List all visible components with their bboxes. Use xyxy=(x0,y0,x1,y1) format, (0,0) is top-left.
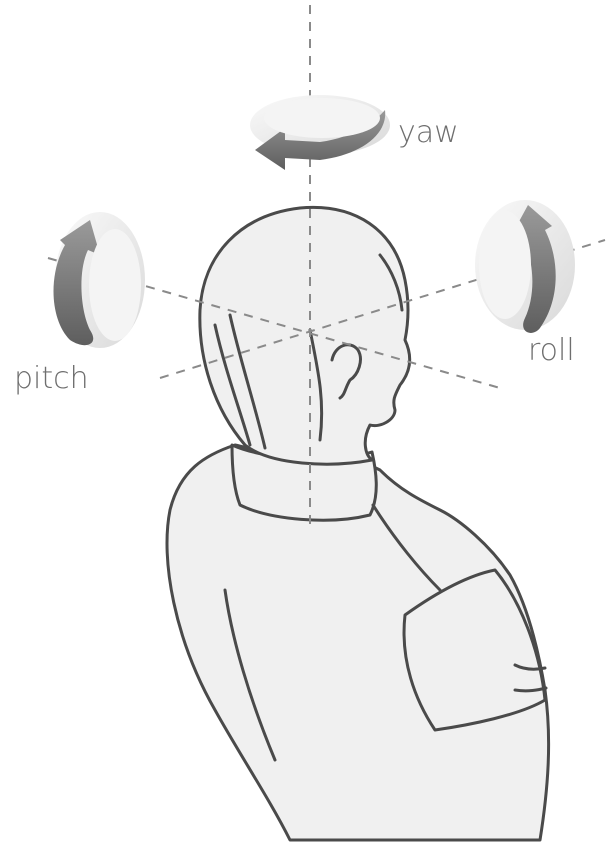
roll-label: roll xyxy=(528,333,575,368)
roll-ring-inner xyxy=(479,211,531,319)
head-outline xyxy=(200,207,410,464)
yaw-ring-inner xyxy=(264,98,380,138)
roll-rotation-arrow xyxy=(475,200,575,333)
head-figure xyxy=(200,207,410,464)
yaw-rotation-arrow xyxy=(250,95,390,170)
pitch-label: pitch xyxy=(14,361,89,396)
yaw-label: yaw xyxy=(398,115,459,150)
body-figure xyxy=(167,445,549,840)
pitch-ring-inner xyxy=(89,229,141,341)
pitch-rotation-arrow xyxy=(54,212,145,348)
